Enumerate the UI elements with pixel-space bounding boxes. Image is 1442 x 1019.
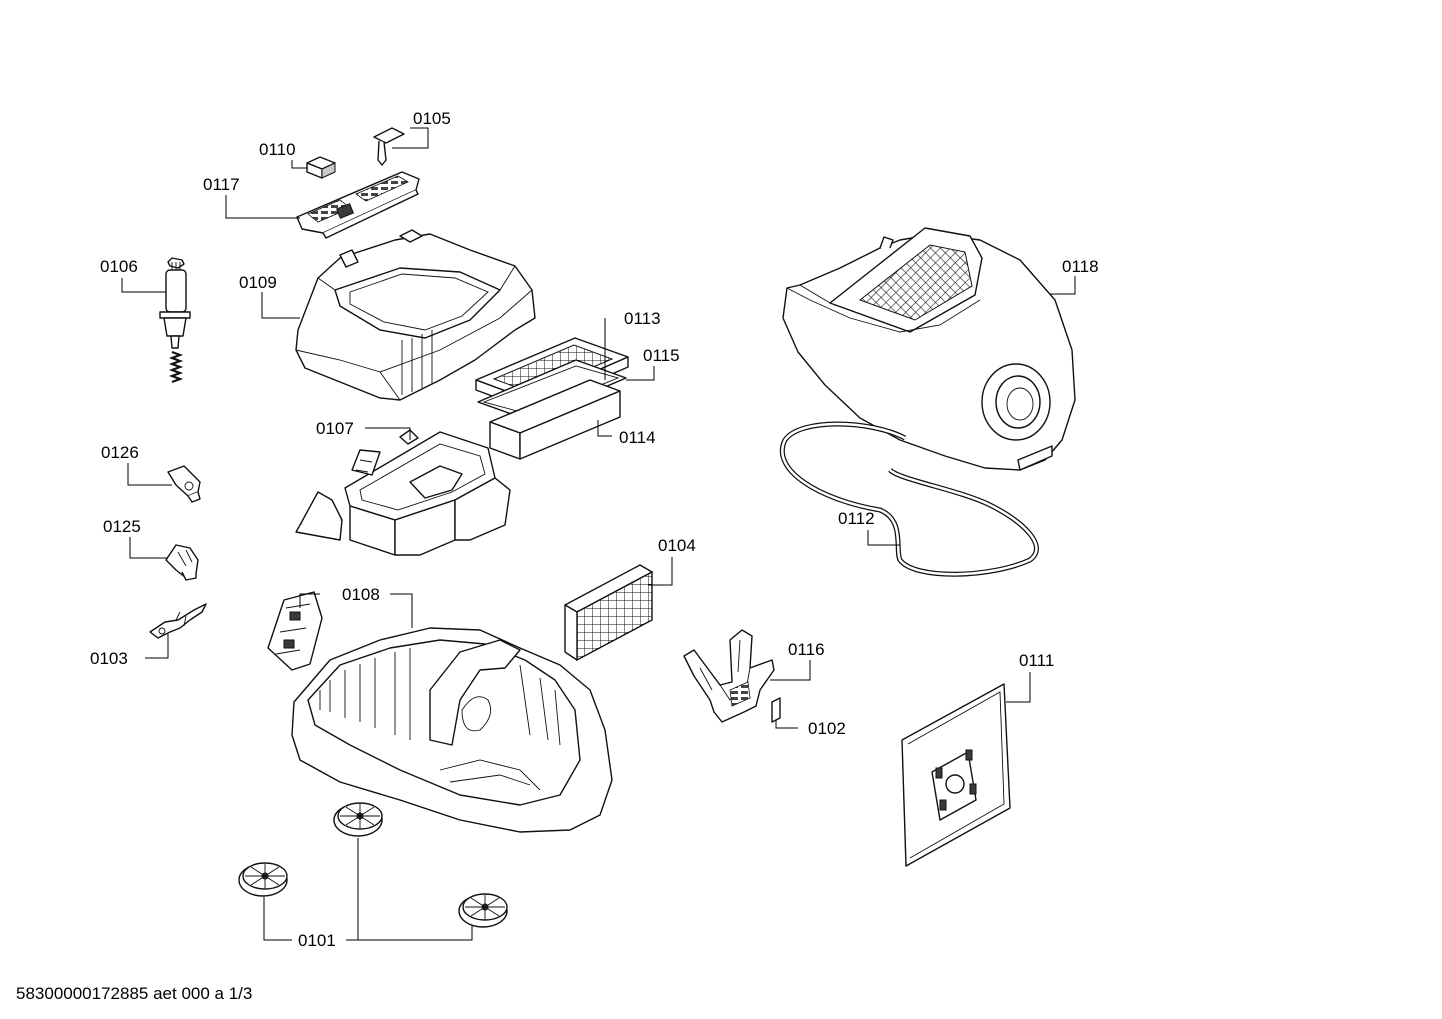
label-0102: 0102	[808, 719, 846, 738]
label-0125: 0125	[103, 517, 141, 536]
label-0109: 0109	[239, 273, 277, 292]
callout-labels: 0105 0110 0117 0106 0109 0113 0115 0114 …	[90, 109, 1099, 950]
label-0106: 0106	[100, 257, 138, 276]
label-0108: 0108	[342, 585, 380, 604]
label-0117: 0117	[203, 175, 240, 194]
part-0111-dust-bag	[901, 683, 1011, 867]
label-0113: 0113	[624, 309, 661, 328]
part-0116-bag-holder	[683, 629, 775, 723]
label-0126: 0126	[101, 443, 139, 462]
part-0114-filter-foam	[489, 379, 621, 460]
part-0112-power-cord	[779, 421, 1039, 577]
part-0104-exhaust-filter	[564, 564, 653, 662]
part-0117-filter-cover	[296, 171, 420, 239]
part-0101-wheel-right	[458, 893, 508, 928]
label-0103: 0103	[90, 649, 128, 668]
part-0107-motor-carrier	[295, 429, 511, 556]
label-0112: 0112	[838, 509, 875, 528]
part-0118-upper-shell	[782, 227, 1076, 471]
label-0105: 0105	[413, 109, 451, 128]
label-0104: 0104	[658, 536, 696, 555]
part-0103-latch	[149, 603, 207, 639]
leader-lines	[121, 127, 1076, 941]
label-0110: 0110	[259, 140, 296, 159]
part-0105-release-button	[373, 127, 405, 166]
part-0126-clip	[167, 465, 201, 503]
part-0102-tag	[771, 697, 781, 723]
label-0114: 0114	[619, 428, 656, 447]
part-0125-clip	[165, 544, 199, 581]
part-0108-bottom-housing	[267, 591, 613, 833]
document-id: 58300000172885 aet 000 a 1/3	[16, 984, 252, 1003]
part-0110-block	[306, 156, 336, 179]
part-0101-wheel-center	[333, 802, 383, 837]
part-0101-wheel-left	[238, 862, 288, 897]
label-0101: 0101	[298, 931, 336, 950]
part-0109-top-housing	[295, 229, 536, 401]
part-0106-handle-spring	[159, 257, 191, 384]
label-0115: 0115	[643, 346, 680, 365]
label-0116: 0116	[788, 640, 825, 659]
label-0118: 0118	[1062, 257, 1099, 276]
label-0107: 0107	[316, 419, 354, 438]
label-0111: 0111	[1019, 651, 1054, 670]
